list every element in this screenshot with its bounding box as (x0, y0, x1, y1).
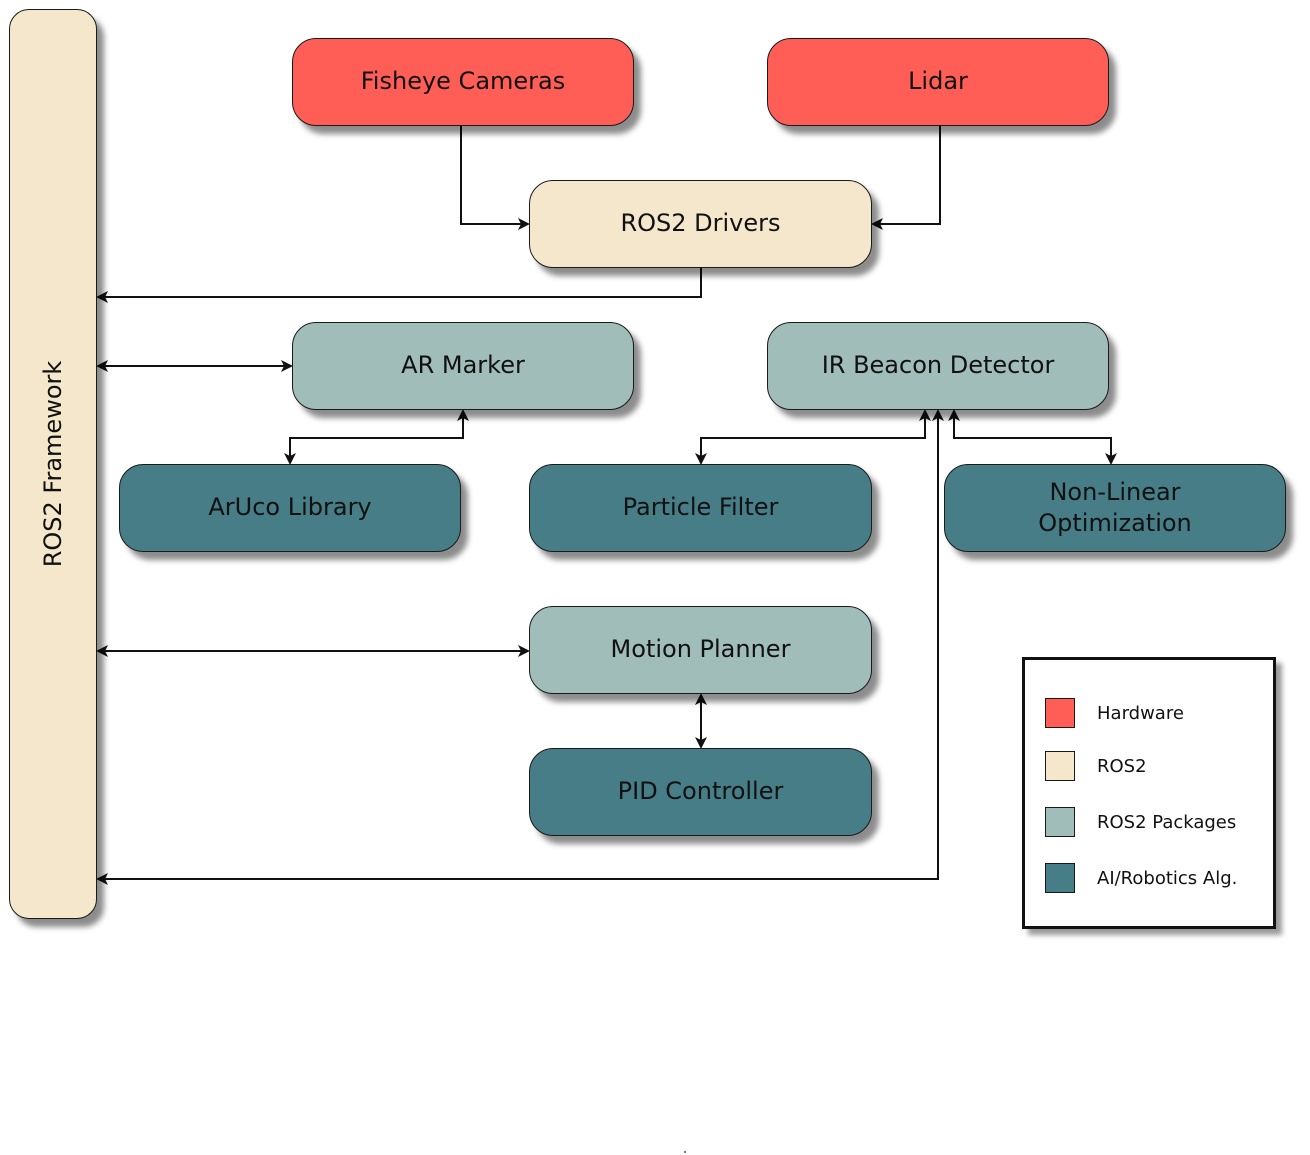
legend-label-hardware: Hardware (1097, 702, 1184, 724)
motion-planner-node: Motion Planner (529, 606, 872, 694)
edge-drivers-to-framework (96, 268, 702, 303)
stray-dot (684, 1151, 686, 1153)
non-linear-optimization-label: Non-Linear Optimization (1038, 477, 1192, 537)
edge-ir-beacon-particle-filter (695, 409, 931, 465)
legend-label-ai-robotics: AI/Robotics Alg. (1097, 867, 1238, 889)
legend-swatch-ros2 (1045, 751, 1075, 781)
lidar-node: Lidar (767, 38, 1109, 126)
legend-swatch-ai-robotics (1045, 863, 1075, 893)
legend-item-ros2: ROS2 (1045, 750, 1147, 782)
legend-item-ros2-packages: ROS2 Packages (1045, 806, 1236, 838)
ros2-drivers-label: ROS2 Drivers (620, 209, 781, 238)
particle-filter-node: Particle Filter (529, 464, 872, 552)
fisheye-cameras-label: Fisheye Cameras (360, 67, 566, 96)
particle-filter-label: Particle Filter (622, 493, 779, 522)
ros2-framework-label: ROS2 Framework (39, 360, 67, 568)
ir-beacon-detector-node: IR Beacon Detector (767, 322, 1109, 410)
legend-item-hardware: Hardware (1045, 697, 1184, 729)
legend-swatch-hardware (1045, 698, 1075, 728)
legend-swatch-ros2-packages (1045, 807, 1075, 837)
legend-item-ai-robotics: AI/Robotics Alg. (1045, 862, 1237, 894)
edge-ir-beacon-to-framework (96, 409, 944, 885)
pid-controller-label: PID Controller (617, 777, 784, 806)
edge-lidar-to-drivers (871, 126, 941, 230)
ar-marker-node: AR Marker (292, 322, 634, 410)
lidar-label: Lidar (908, 67, 968, 96)
ros2-framework-bar (9, 9, 97, 919)
legend: Hardware ROS2 ROS2 Packages AI/Robotics … (1022, 657, 1276, 929)
ros2-drivers-node: ROS2 Drivers (529, 180, 872, 268)
edge-ir-beacon-non-linear (948, 409, 1117, 465)
legend-label-ros2-packages: ROS2 Packages (1097, 811, 1237, 833)
edge-ar-marker-aruco (284, 409, 469, 465)
ar-marker-label: AR Marker (401, 351, 525, 380)
pid-controller-node: PID Controller (529, 748, 872, 836)
legend-label-ros2: ROS2 (1097, 755, 1147, 777)
aruco-library-node: ArUco Library (119, 464, 461, 552)
aruco-library-label: ArUco Library (208, 493, 372, 522)
ir-beacon-detector-label: IR Beacon Detector (821, 351, 1055, 380)
edge-fisheye-to-drivers (460, 126, 530, 230)
fisheye-cameras-node: Fisheye Cameras (292, 38, 634, 126)
non-linear-optimization-node: Non-Linear Optimization (944, 464, 1286, 552)
motion-planner-label: Motion Planner (610, 635, 791, 664)
